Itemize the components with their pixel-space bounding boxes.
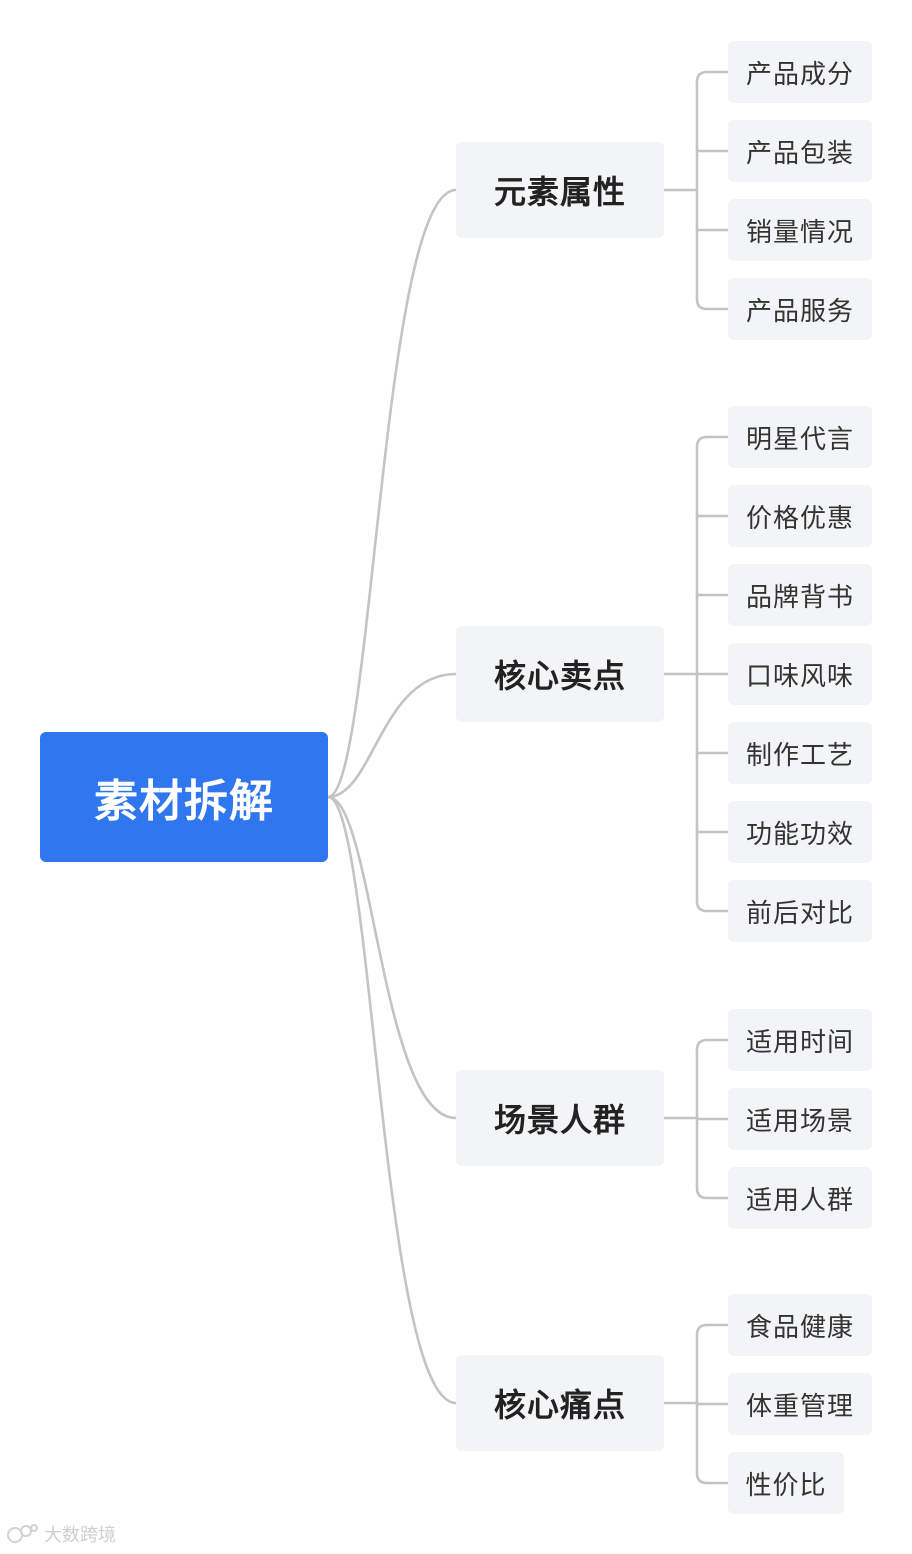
root-branch-connector — [326, 795, 458, 1405]
watermark: 大数跨境 — [6, 1520, 116, 1548]
root-branch-connector — [326, 672, 458, 799]
leaf-node: 食品健康 — [728, 1294, 872, 1356]
leaf-node: 适用场景 — [728, 1088, 872, 1150]
leaf-node: 产品服务 — [728, 278, 872, 340]
leaf-node: 品牌背书 — [728, 564, 872, 626]
leaf-node: 性价比 — [728, 1452, 844, 1514]
leaf-connector — [695, 445, 730, 913]
leaf-node: 前后对比 — [728, 880, 872, 942]
leaf-node: 适用时间 — [728, 1009, 872, 1071]
branch-node: 核心痛点 — [456, 1355, 664, 1451]
leaf-node: 适用人群 — [728, 1167, 872, 1229]
leaf-connector — [695, 1323, 730, 1337]
root-branch-connector — [326, 188, 458, 799]
leaf-node: 价格优惠 — [728, 485, 872, 547]
branch-node: 元素属性 — [456, 142, 664, 238]
branch-node: 核心卖点 — [456, 626, 664, 722]
leaf-connector — [695, 1048, 730, 1200]
leaf-node: 明星代言 — [728, 406, 872, 468]
leaf-connector — [695, 70, 730, 84]
leaf-connector — [695, 1333, 730, 1485]
watermark-text: 大数跨境 — [44, 1525, 116, 1546]
leaf-connector — [695, 1038, 730, 1052]
leaf-node: 体重管理 — [728, 1373, 872, 1435]
leaf-node: 制作工艺 — [728, 722, 872, 784]
leaf-node: 口味风味 — [728, 643, 872, 705]
dashuju-logo-icon — [7, 1524, 38, 1543]
leaf-node: 销量情况 — [728, 199, 872, 261]
leaf-connector — [695, 435, 730, 449]
leaf-node: 产品成分 — [728, 41, 872, 103]
branch-node: 场景人群 — [456, 1070, 664, 1166]
root-node: 素材拆解 — [40, 732, 328, 862]
leaf-connector — [695, 80, 730, 311]
root-branch-connector — [326, 795, 458, 1120]
leaf-node: 产品包装 — [728, 120, 872, 182]
leaf-node: 功能功效 — [728, 801, 872, 863]
